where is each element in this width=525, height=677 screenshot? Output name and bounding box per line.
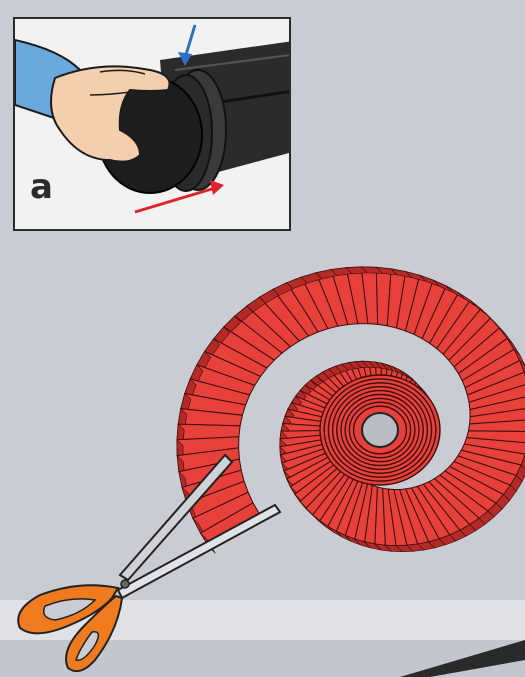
- inset-panel: [14, 18, 300, 230]
- tape-core-hole: [362, 413, 398, 447]
- inset-label: a: [30, 170, 53, 204]
